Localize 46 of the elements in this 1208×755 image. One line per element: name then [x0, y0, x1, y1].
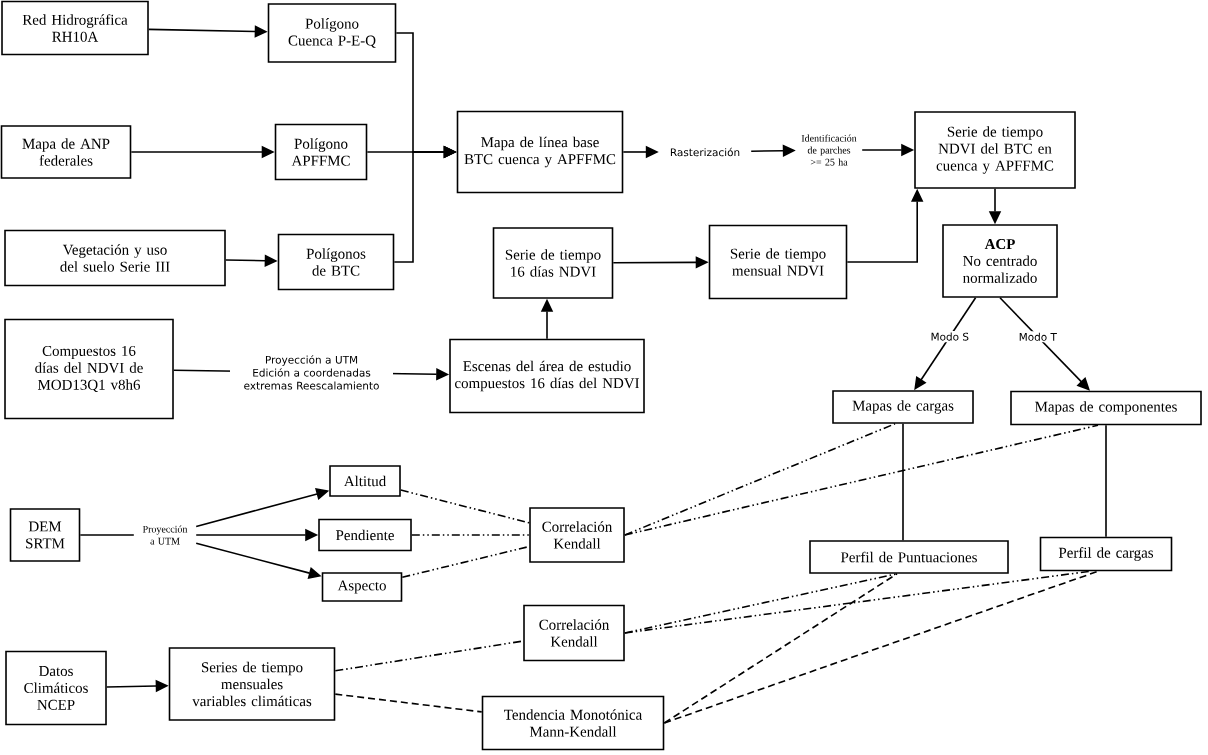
process-box: Mapas de cargas [832, 390, 974, 424]
edge-label: Proyección a UTM Edición a coordenadas extremas Reescalamiento [230, 353, 393, 392]
connector-line [902, 423, 904, 541]
process-box: Escenas del área de estudio compuestos 16 días del NDVI [449, 338, 645, 414]
process-box: Datos Climáticos NCEP [5, 650, 107, 726]
process-box: Perfil de Puntuaciones [809, 540, 1009, 574]
edge-label: Modo T [1017, 331, 1059, 343]
process-box: Tendencia Monotónica Mann-Kendall [481, 695, 665, 751]
process-box: Correlación Kendall [523, 604, 625, 662]
process-box: DEM SRTM [9, 508, 81, 562]
process-box: Serie de tiempo mensual NDVI [708, 224, 848, 300]
step-text: Identificación de parches >= 25 ha [801, 134, 857, 166]
process-box: Aspecto [321, 572, 403, 602]
process-box: Perfil de cargas [1039, 536, 1173, 572]
process-box: ACP No centrado normalizado [942, 224, 1058, 298]
process-box: Vegetación y uso del suelo Serie III [4, 229, 226, 287]
dashed-line [663, 570, 1099, 724]
dashed-line [624, 570, 1091, 634]
process-box: Altitud [329, 465, 401, 497]
process-box: Mapas de componentes [1010, 390, 1202, 426]
process-box: Mapa de línea base BTC cuenca y APFFMC [456, 110, 624, 194]
dashed-line [400, 489, 530, 524]
connector-line [1105, 424, 1107, 538]
dashed-line [401, 545, 530, 579]
process-box: Correlación Kendall [529, 507, 625, 563]
process-box: Mapa de ANP federales [0, 125, 132, 179]
arrow [999, 297, 1090, 391]
dashed-line [624, 424, 1099, 536]
process-box: Serie de tiempo NDVI del BTC en cuenca y APFFMC [914, 111, 1076, 189]
process-box: Polígonos de BTC [277, 233, 395, 291]
dashed-line [411, 534, 530, 536]
connector-line [79, 534, 135, 536]
process-box: Serie de tiempo 16 días NDVI [492, 227, 614, 299]
process-box: Series de tiempo mensuales variables climáticas [168, 647, 336, 721]
dashed-line [624, 423, 896, 536]
process-box: Compuestos 16 días del NDVI de MOD13Q1 v8h6 [4, 318, 174, 420]
process-box: Pendiente [318, 518, 412, 552]
process-box: Polígono Cuenca P-E-Q [267, 3, 397, 63]
dashed-line [334, 693, 483, 713]
step-text: Proyección a UTM [142, 525, 188, 545]
dashed-line [334, 640, 524, 672]
step-text: Rasterización [670, 147, 740, 157]
dashed-line [663, 573, 898, 724]
edge-label: Modo S [929, 331, 971, 343]
process-box: Polígono APFFMC [274, 123, 368, 181]
process-box: Red Hidrográfica RH10A [1, 0, 149, 56]
